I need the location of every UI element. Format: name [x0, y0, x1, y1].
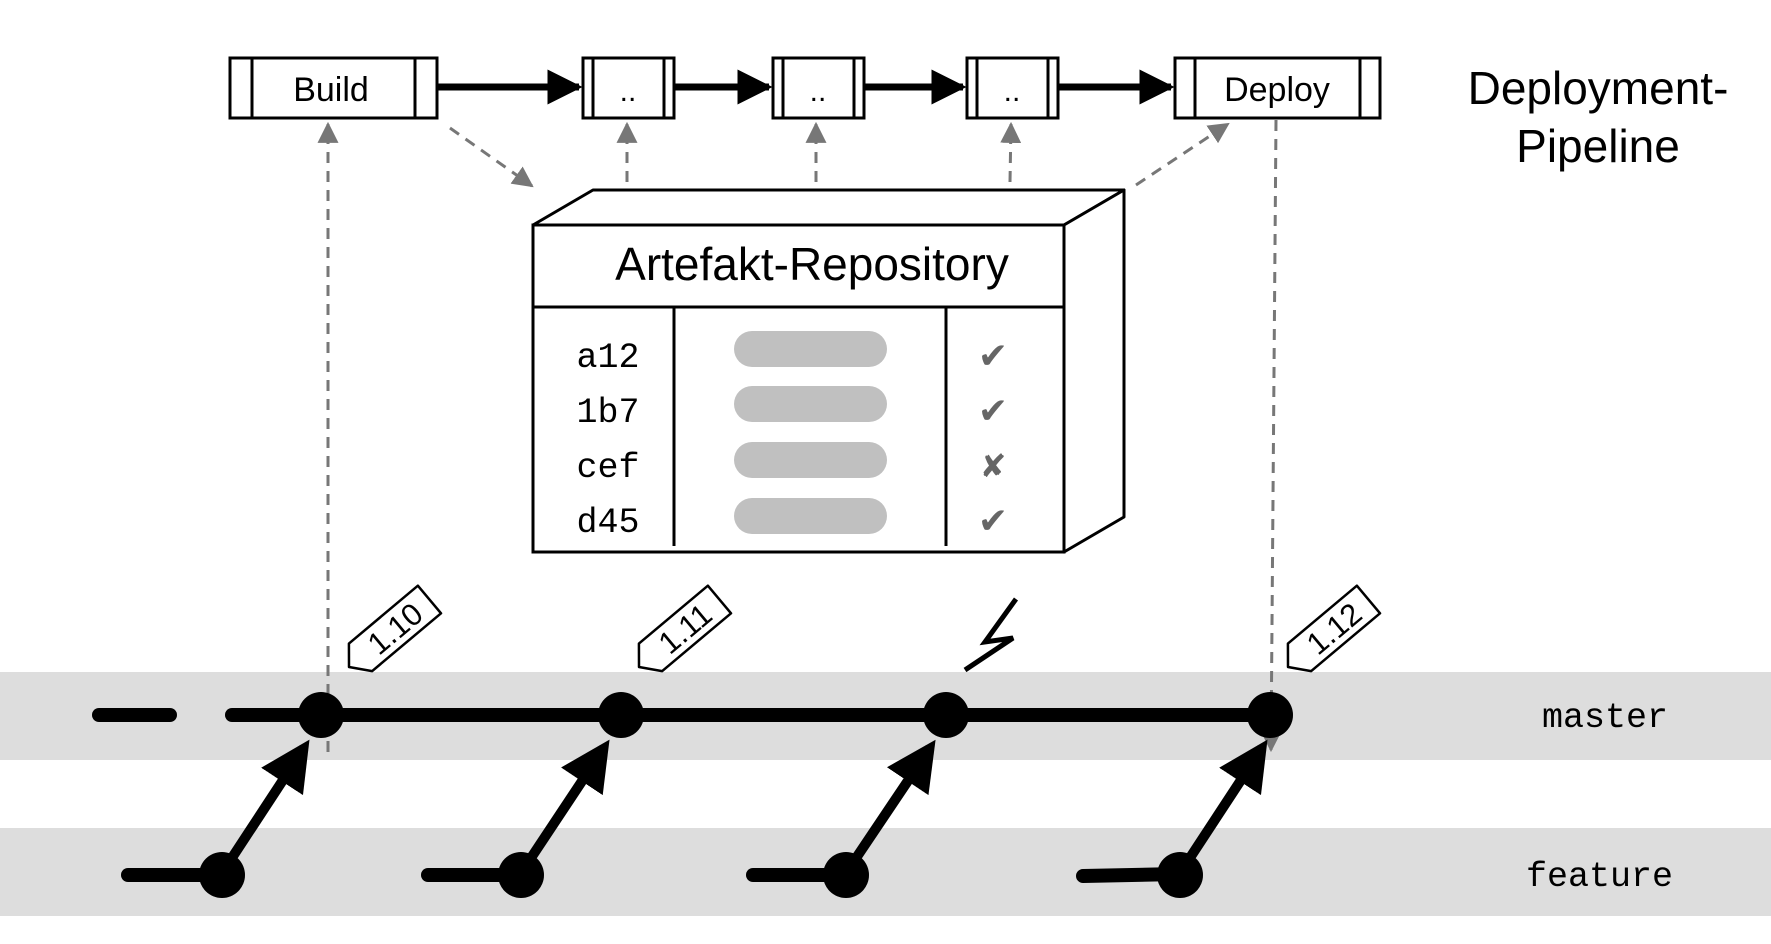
- artifact-bar: [734, 442, 887, 478]
- repository-row: a12 ✔: [576, 331, 1008, 378]
- branch-label-feature: feature: [1526, 857, 1673, 897]
- artifact-id: a12: [576, 338, 639, 378]
- repository-row: cef ✘: [576, 442, 1006, 488]
- stage-label-3: ..: [810, 75, 827, 108]
- merge-arrows: [217, 739, 1268, 876]
- feature-commit: [823, 852, 869, 898]
- master-commit: [923, 692, 969, 738]
- pipeline-stage-2: ..: [581, 56, 676, 120]
- stage-label-deploy: Deploy: [1224, 71, 1330, 109]
- version-tag: 1.10: [347, 584, 443, 673]
- version-tag: 1.12: [1286, 584, 1382, 673]
- branch-label-master: master: [1542, 698, 1668, 738]
- artifact-id: d45: [576, 503, 639, 543]
- stage-label-2: ..: [620, 75, 637, 108]
- artifact-bar: [734, 498, 887, 534]
- feature-commit: [1157, 852, 1203, 898]
- artifact-id: 1b7: [576, 393, 639, 433]
- artifact-id: cef: [576, 448, 639, 488]
- artifact-bar: [734, 331, 887, 367]
- pipeline-stage-3: ..: [771, 56, 866, 120]
- feature-commit: [498, 852, 544, 898]
- artefakt-repository: Artefakt-Repository a12 ✔ 1b7 ✔ cef ✘ d4…: [531, 188, 1126, 554]
- repository-title: Artefakt-Repository: [615, 238, 1009, 290]
- pipeline-title-line2: Pipeline: [1516, 120, 1680, 172]
- artifact-bar: [734, 386, 887, 422]
- stage-label-build: Build: [293, 71, 369, 109]
- master-commits: [298, 692, 1293, 738]
- feature-lane: [0, 828, 1771, 916]
- repository-row: d45 ✔: [576, 498, 1008, 543]
- pipeline-stage-build: Build: [228, 56, 439, 120]
- feature-commits: [199, 852, 1203, 898]
- status-cross-icon: ✘: [980, 448, 1007, 484]
- repository-row: 1b7 ✔: [576, 386, 1008, 433]
- pipeline-stage-deploy: Deploy: [1173, 56, 1382, 120]
- master-commit: [1247, 692, 1293, 738]
- pipeline-title-line1: Deployment-: [1468, 62, 1729, 114]
- status-check-icon: ✔: [978, 335, 1008, 376]
- status-check-icon: ✔: [978, 500, 1008, 541]
- dashed-connectors: [317, 119, 1282, 753]
- feature-commit: [199, 852, 245, 898]
- master-commit: [598, 692, 644, 738]
- stage-label-4: ..: [1004, 75, 1021, 108]
- pipeline-stage-4: ..: [965, 56, 1060, 120]
- status-check-icon: ✔: [978, 390, 1008, 431]
- master-commit: [298, 692, 344, 738]
- lightning-bolt-icon: [963, 597, 1019, 673]
- version-tag: 1.11: [637, 584, 733, 673]
